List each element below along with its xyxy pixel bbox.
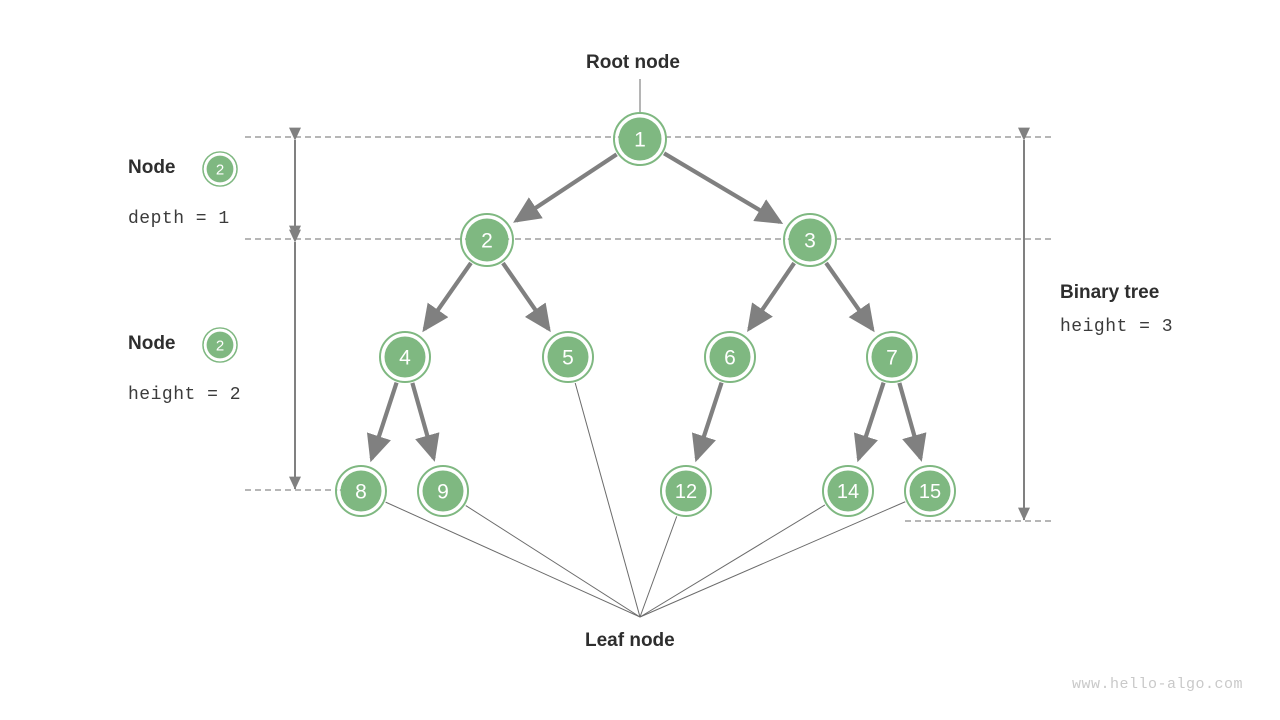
leaf-node-label: Leaf node xyxy=(585,630,675,651)
node-outer-ring xyxy=(613,112,667,166)
leaf-leader-line-n12 xyxy=(639,516,678,618)
tree-node-15[interactable]: 15 xyxy=(904,465,956,517)
node-inner-ring xyxy=(906,467,954,515)
tree-node-6[interactable]: 6 xyxy=(704,331,756,383)
leaf-leader-line-n5 xyxy=(574,382,641,618)
leaf-leader-lines-group xyxy=(385,382,906,618)
leaf-leader-line-n14 xyxy=(639,504,826,618)
tree-edge-n4-to-n8 xyxy=(366,381,399,463)
node-inner-ring xyxy=(868,333,916,381)
node-outer-ring xyxy=(704,331,756,383)
leaf-leader-line-n8 xyxy=(385,501,641,618)
node-disc xyxy=(909,470,951,512)
node-outer-ring xyxy=(904,465,956,517)
annotation-label-tree-height: Binary tree xyxy=(1060,282,1160,303)
node-outer-ring xyxy=(822,465,874,517)
tree-edge-n4-to-n9 xyxy=(410,382,440,462)
svg-text:2: 2 xyxy=(216,162,224,179)
node-disc xyxy=(547,336,589,378)
node-disc xyxy=(827,470,869,512)
node-value-label: 14 xyxy=(837,481,859,503)
node-value-label: 5 xyxy=(562,347,574,370)
node-disc xyxy=(422,470,464,512)
node-outer-ring xyxy=(866,331,918,383)
watermark: www.hello-algo.com xyxy=(1072,676,1244,693)
node-inner-ring xyxy=(706,333,754,381)
guide-lines-group xyxy=(245,136,1055,522)
annotation-label-node-depth: Node xyxy=(128,157,176,178)
node-value-label: 9 xyxy=(437,481,449,504)
leaf-leader-line-n9 xyxy=(465,505,641,618)
node-outer-ring xyxy=(460,213,514,267)
node-value-label: 15 xyxy=(919,481,941,503)
node-value-label: 12 xyxy=(675,481,697,503)
node-value-label: 6 xyxy=(724,347,736,370)
node-disc xyxy=(871,336,913,378)
tree-node-8[interactable]: 8 xyxy=(335,465,387,517)
annotation-label-node-height: Node xyxy=(128,333,176,354)
node-outer-ring xyxy=(379,331,431,383)
tree-edge-n6-to-n12 xyxy=(691,381,724,463)
annotation-node-badge-node-height: 2 xyxy=(202,327,238,363)
node-disc xyxy=(709,336,751,378)
node-outer-ring xyxy=(335,465,387,517)
node-inner-ring xyxy=(785,215,835,265)
node-inner-ring xyxy=(381,333,429,381)
tree-edge-n7-to-n14 xyxy=(853,381,886,463)
node-inner-ring xyxy=(462,215,512,265)
annotation-detail-node-height: height = 2 xyxy=(128,385,242,405)
node-outer-ring xyxy=(783,213,837,267)
tree-node-7[interactable]: 7 xyxy=(866,331,918,383)
node-disc xyxy=(618,117,662,161)
node-value-label: 8 xyxy=(355,481,367,504)
node-value-label: 3 xyxy=(804,230,816,253)
leaf-leader-line-n15 xyxy=(639,501,906,618)
tree-node-3[interactable]: 3 xyxy=(783,213,837,267)
node-outer-ring xyxy=(660,465,712,517)
annotation-detail-tree-height: height = 3 xyxy=(1060,317,1174,337)
node-inner-ring xyxy=(544,333,592,381)
svg-text:2: 2 xyxy=(216,338,224,355)
node-inner-ring xyxy=(615,114,665,164)
node-value-label: 4 xyxy=(399,347,411,370)
node-inner-ring xyxy=(419,467,467,515)
tree-edge-n3-to-n6 xyxy=(747,261,796,333)
node-value-label: 7 xyxy=(886,347,898,370)
annotation-node-badge-node-depth: 2 xyxy=(202,151,238,187)
node-value-label: 2 xyxy=(481,230,493,253)
tree-edge-n2-to-n4 xyxy=(422,261,473,333)
tree-edge-n1-to-n2 xyxy=(513,152,618,223)
tree-edge-n2-to-n5 xyxy=(501,261,551,333)
tree-edge-n7-to-n15 xyxy=(897,382,927,462)
node-inner-ring xyxy=(824,467,872,515)
node-value-label: 1 xyxy=(634,129,646,152)
node-inner-ring xyxy=(337,467,385,515)
node-disc xyxy=(465,218,509,262)
tree-node-5[interactable]: 5 xyxy=(542,331,594,383)
node-disc xyxy=(665,470,707,512)
annotation-detail-node-depth: depth = 1 xyxy=(128,209,230,229)
tree-node-12[interactable]: 12 xyxy=(660,465,712,517)
node-disc xyxy=(788,218,832,262)
tree-edge-n1-to-n3 xyxy=(662,151,784,225)
node-inner-ring xyxy=(662,467,710,515)
root-node-label: Root node xyxy=(586,52,680,73)
node-outer-ring xyxy=(542,331,594,383)
node-disc xyxy=(340,470,382,512)
tree-node-9[interactable]: 9 xyxy=(417,465,469,517)
tree-node-14[interactable]: 14 xyxy=(822,465,874,517)
tree-node-1[interactable]: 1 xyxy=(613,112,667,166)
tree-edge-n3-to-n7 xyxy=(824,261,875,333)
node-disc xyxy=(384,336,426,378)
tree-node-2[interactable]: 2 xyxy=(460,213,514,267)
tree-edges-group xyxy=(366,151,927,463)
dimension-arrows-group xyxy=(289,127,1030,521)
node-outer-ring xyxy=(417,465,469,517)
tree-node-4[interactable]: 4 xyxy=(379,331,431,383)
